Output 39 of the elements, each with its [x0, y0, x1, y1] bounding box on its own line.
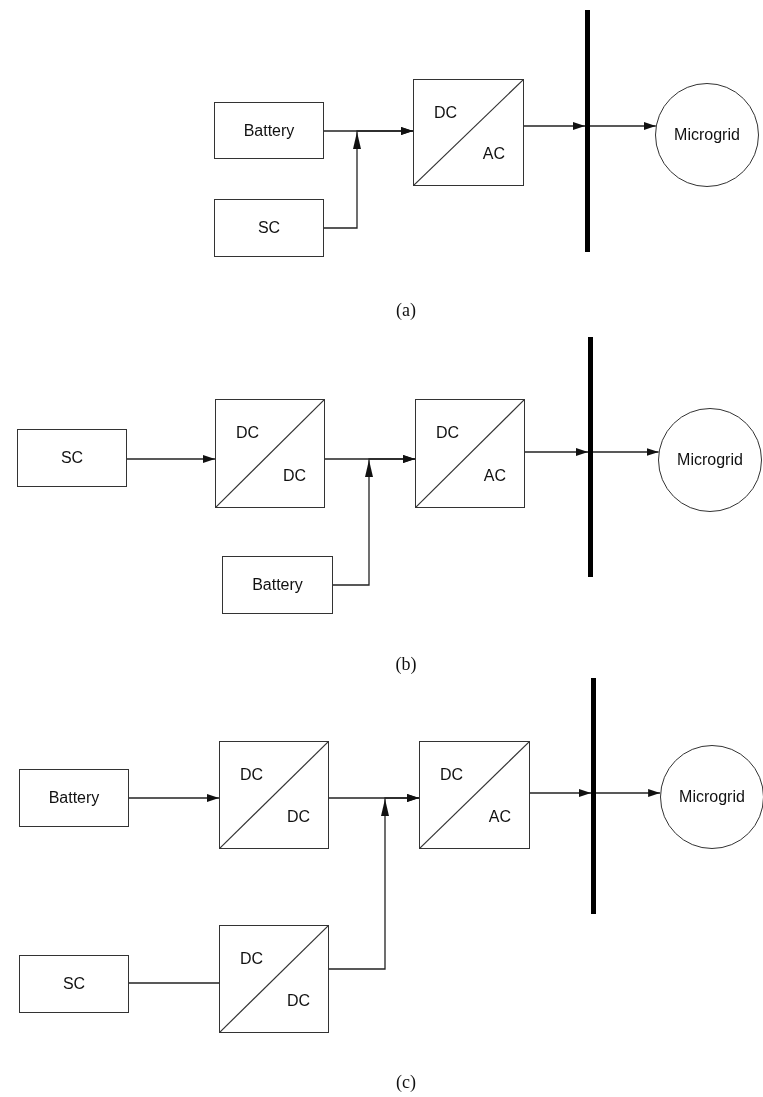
block-box — [17, 429, 127, 487]
converter-block — [219, 925, 329, 1033]
converter-label: AC — [482, 145, 505, 163]
converter-label: DC — [286, 992, 310, 1010]
converter-label: DC — [440, 766, 464, 784]
block-label: Battery — [252, 576, 303, 594]
bus-bar — [588, 337, 593, 577]
converter-block — [415, 399, 525, 508]
block-label: Microgrid — [677, 451, 743, 469]
block-label: SC — [257, 219, 281, 237]
block-label: Microgrid — [674, 126, 740, 144]
converter-label: AC — [483, 467, 506, 485]
block-label: Microgrid — [679, 788, 745, 806]
block-box — [19, 769, 129, 827]
converter-label: DC — [240, 950, 264, 968]
converter-label: DC — [282, 467, 306, 485]
block-label: SC — [60, 449, 84, 467]
figure-caption: (a) — [396, 300, 416, 321]
block-box — [214, 102, 324, 159]
converter-label: DC — [434, 104, 458, 122]
block-label: Battery — [243, 121, 295, 140]
bus-bar — [591, 678, 596, 914]
converter-label: DC — [236, 424, 260, 442]
converter-label: DC — [436, 424, 460, 442]
block-label: Battery — [48, 789, 100, 807]
figure-caption: (c) — [396, 1072, 416, 1093]
figure-caption: (b) — [395, 654, 417, 675]
block-box — [214, 199, 324, 257]
converter-label: DC — [286, 808, 310, 826]
converter-block — [413, 79, 524, 186]
converter-label: AC — [488, 808, 511, 826]
bus-bar — [585, 10, 590, 252]
block-label: SC — [62, 975, 86, 993]
converter-block — [215, 399, 325, 508]
converter-label: DC — [240, 766, 264, 784]
converter-block — [219, 741, 329, 849]
converter-block — [419, 741, 530, 849]
block-box — [19, 955, 129, 1013]
block-box — [222, 556, 333, 614]
